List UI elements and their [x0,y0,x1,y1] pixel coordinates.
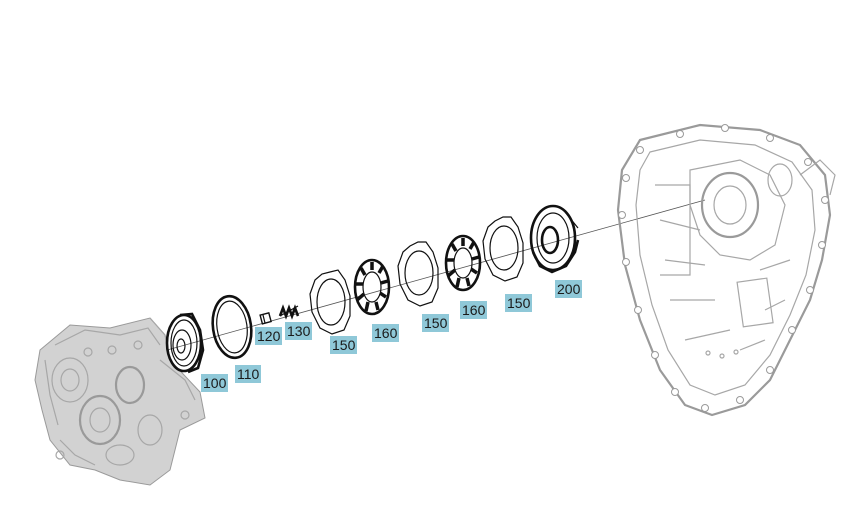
callout-150-3[interactable]: 150 [505,294,533,312]
part-150-plate-1 [309,269,351,335]
part-120-sleeve [259,311,272,325]
callout-100[interactable]: 100 [201,374,229,392]
callout-150-1[interactable]: 150 [330,336,358,354]
left-housing [34,317,206,486]
callout-160-1[interactable]: 160 [372,324,400,342]
part-100-piston [165,312,205,374]
callout-160-2[interactable]: 160 [460,301,488,319]
part-150-plate-3 [482,216,524,282]
part-200-end-plate [529,204,580,274]
callout-200[interactable]: 200 [555,280,583,298]
part-110-seal-ring [211,294,253,360]
right-bell-housing [616,123,836,417]
callout-150-2[interactable]: 150 [422,314,450,332]
part-150-plate-2 [397,241,439,307]
callout-110[interactable]: 110 [235,365,262,383]
part-130-spring [278,304,300,320]
callout-120[interactable]: 120 [255,327,283,345]
callout-130[interactable]: 130 [285,322,313,340]
part-160-friction-disc-1 [353,258,391,316]
part-160-friction-disc-2 [444,234,482,292]
